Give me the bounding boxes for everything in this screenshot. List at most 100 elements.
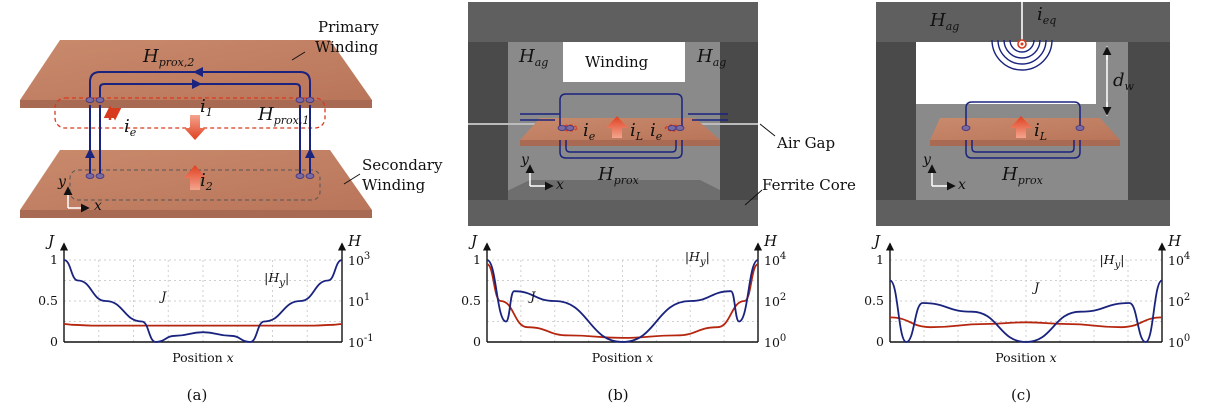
left-tick-label: 0: [473, 334, 481, 349]
secondary-winding-label-2: Winding: [362, 176, 426, 194]
il-label-c: iL: [1034, 120, 1047, 143]
air-gap-label: Air Gap: [776, 134, 835, 152]
annotation-j: J: [158, 289, 167, 304]
axis-y-label-b: y: [520, 152, 530, 168]
left-axis-name: J: [45, 232, 55, 250]
h-prox1-label: Hprox,1: [257, 104, 309, 127]
left-tick-label: 1: [50, 252, 58, 267]
il-arrow-c: [1010, 116, 1032, 138]
caption-c: (c): [1011, 386, 1031, 404]
conductor-dots-c: [961, 125, 1085, 131]
i2-label: i2: [200, 170, 213, 193]
right-axis-name: H: [1167, 232, 1182, 250]
winding-loop-b: [559, 93, 683, 128]
winding-window-white-c: [916, 42, 1096, 104]
primary-winding-label-2: Winding: [315, 38, 379, 56]
left-pole-c: [876, 42, 916, 200]
winding-loop-c: [965, 101, 1081, 128]
i1-label: i1: [200, 96, 213, 119]
leader-primary: [291, 51, 306, 61]
series-line-h: [63, 259, 343, 343]
right-axis-name: H: [763, 232, 778, 250]
left-tick-label: 0.5: [38, 293, 58, 308]
h-prox-label-c: Hprox: [1001, 164, 1044, 187]
series-line-j: [63, 323, 343, 327]
h-prox-loop-c2: [971, 140, 1075, 153]
right-tick-label: 104: [764, 251, 786, 268]
left-tick-label: 0.5: [864, 293, 884, 308]
annotation-j: J: [527, 289, 536, 304]
left-tick-label: 1: [473, 252, 481, 267]
h-ag-label-right: Hag: [696, 46, 726, 69]
winding-window-white: [563, 42, 685, 82]
right-tick-label: 10-1: [348, 333, 374, 350]
x-axis-label: Position x: [172, 350, 233, 365]
i-eq-label: ieq: [1037, 4, 1056, 27]
primary-plate-edge: [20, 100, 372, 108]
secondary-winding-label-1: Secondary: [362, 156, 443, 174]
left-axis-name: J: [871, 232, 881, 250]
h-ag-lines-left: [520, 113, 560, 121]
conductor-dots-b: [557, 125, 685, 131]
right-tick-label: 104: [1168, 251, 1190, 268]
il-label-b: iL: [630, 120, 643, 143]
right-tick-label: 101: [348, 292, 370, 309]
h-ag-lines-right: [688, 113, 728, 121]
h-prox-label-b: Hprox: [597, 164, 640, 187]
secondary-plate-edge: [20, 210, 372, 218]
leader-ferrite-core: [744, 189, 763, 206]
winding-label-b: Winding: [585, 53, 649, 71]
h-prox-loop-b2: [565, 140, 677, 153]
leader-secondary: [343, 173, 361, 185]
left-pole-b: [468, 42, 508, 200]
h-prox2-label: Hprox,2: [142, 46, 194, 69]
axis-y-label-a: y: [57, 174, 67, 190]
series-line-j: [889, 316, 1163, 329]
h-ag-label-c: Hag: [929, 10, 959, 33]
left-tick-label: 0: [50, 334, 58, 349]
x-axis-label: Position x: [995, 350, 1056, 365]
annotation-h: |Hy|: [264, 270, 289, 289]
series-line-h: [486, 259, 759, 343]
axis-x-label-b: x: [556, 177, 564, 193]
il-arrow-b: [606, 116, 628, 138]
ie-label-left-b: ie: [583, 120, 596, 143]
left-tick-label: 1: [876, 252, 884, 267]
left-axis-name: J: [468, 232, 478, 250]
panel-b-diagram: Winding Air Gap Ferrite Core Hag Hag ie …: [468, 2, 856, 226]
gap-field-arcs: [991, 39, 1053, 71]
annotation-j: J: [1031, 279, 1040, 294]
left-tick-label: 0: [876, 334, 884, 349]
panel-a-diagram: Primary Winding Secondary Winding Hprox,…: [20, 18, 443, 218]
ferrite-core-label: Ferrite Core: [762, 176, 856, 194]
right-pole-c: [1128, 42, 1170, 200]
right-axis-name: H: [347, 232, 362, 250]
h-prox-loop-b: [559, 140, 683, 159]
ie-label: ie: [124, 116, 137, 139]
right-tick-label: 100: [764, 333, 786, 350]
i2-arrow: [184, 165, 206, 190]
right-tick-label: 100: [1168, 333, 1190, 350]
panel-c-diagram: Hag ieq iL dw Hprox y x: [876, 2, 1170, 226]
left-tick-label: 0.5: [461, 293, 481, 308]
right-pole-b: [720, 42, 758, 200]
axis-x-label-c: x: [958, 177, 966, 193]
eddy-loop-left-b: [559, 124, 580, 132]
i1-arrow: [184, 115, 206, 140]
caption-b: (b): [607, 386, 628, 404]
dw-label: dw: [1113, 70, 1135, 93]
axis-x-label-a: x: [94, 198, 102, 214]
leader-air-gap: [759, 123, 776, 137]
i-eq-dot: [1020, 42, 1024, 46]
right-tick-label: 102: [1168, 292, 1190, 309]
axis-y-label-c: y: [922, 152, 932, 168]
right-tick-label: 102: [764, 292, 786, 309]
conductor-dots: [85, 97, 315, 179]
loop-secondary: [69, 169, 321, 201]
winding-plate-b-edge: [520, 140, 720, 146]
h-prox-loop-c: [965, 140, 1081, 159]
